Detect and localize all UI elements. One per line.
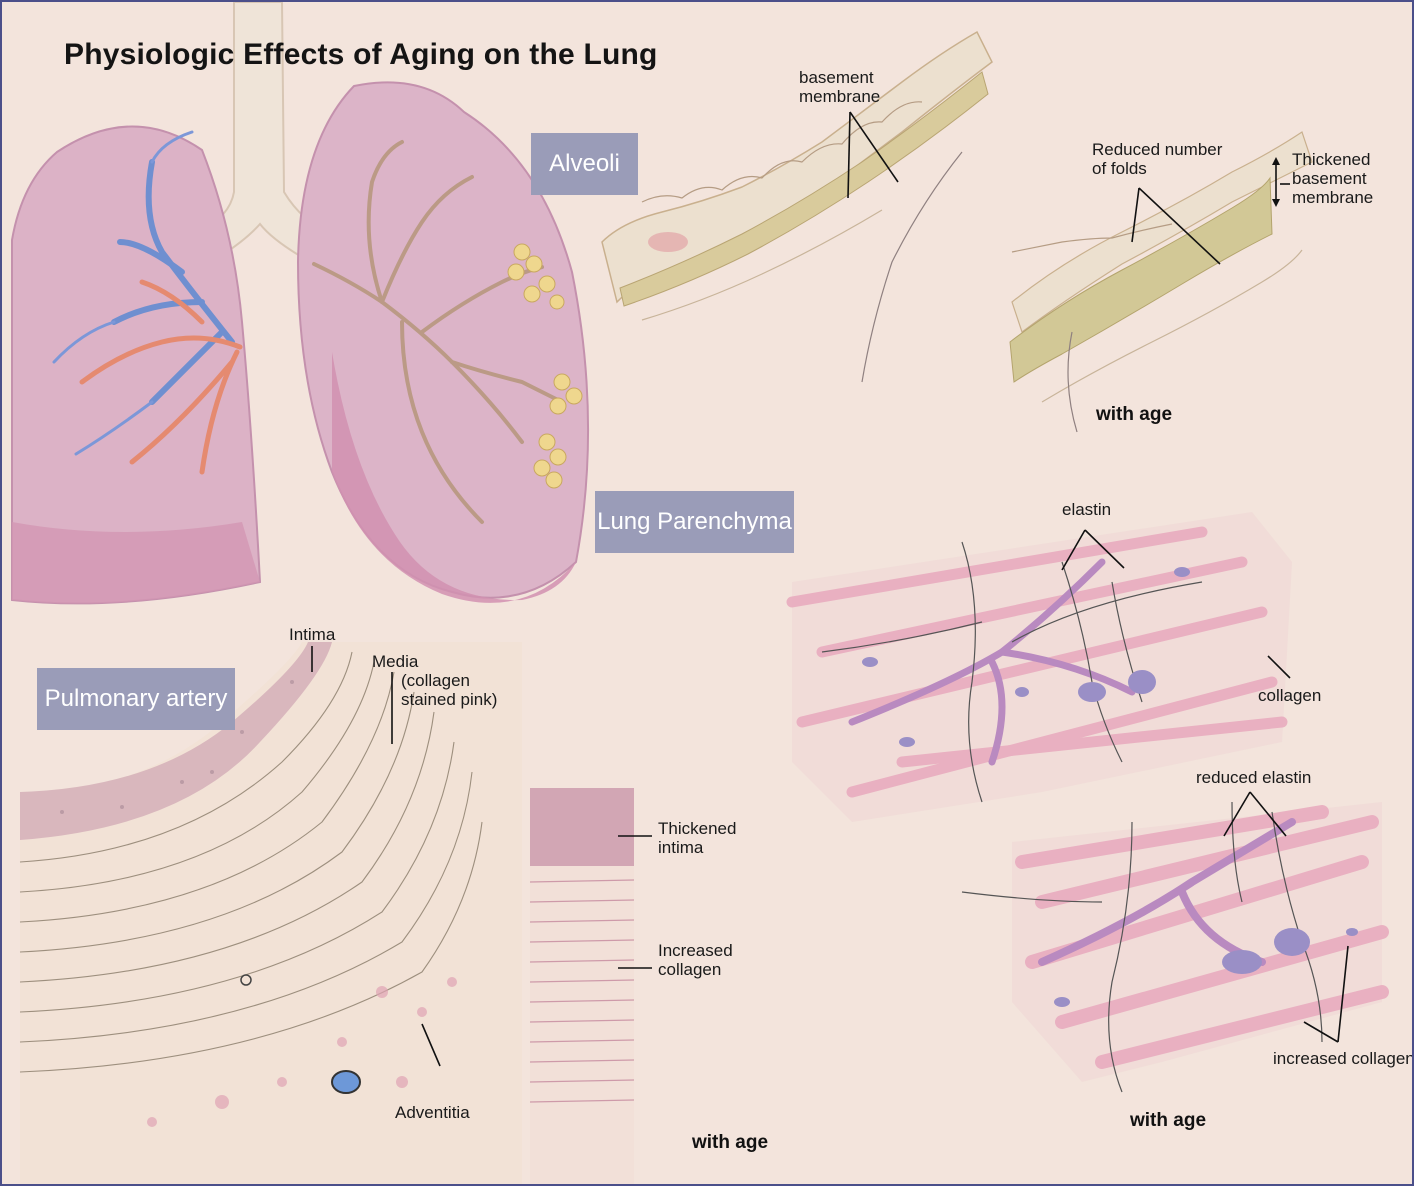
label-intima: Intima	[289, 625, 335, 644]
label-line: Reduced number	[1092, 140, 1222, 159]
label-reduced-elastin: reduced elastin	[1196, 768, 1311, 787]
label-line: Media	[372, 652, 497, 671]
pulmonary-artery-aged-strip	[530, 788, 634, 1184]
label-media: Media (collagen stained pink)	[372, 652, 497, 709]
label-increased-collagen-parenchyma: increased collagen	[1273, 1049, 1414, 1068]
with-age-artery: with age	[692, 1132, 768, 1154]
label-basement-membrane: basement membrane	[799, 68, 880, 106]
label-elastin: elastin	[1062, 500, 1111, 519]
section-box-pulmonary-artery: Pulmonary artery	[37, 668, 235, 730]
with-age-alveoli: with age	[1096, 404, 1172, 426]
label-line: intima	[658, 838, 736, 857]
label-line: membrane	[1292, 188, 1373, 207]
label-line: of folds	[1092, 159, 1222, 178]
label-line: basement	[799, 68, 880, 87]
label-line: stained pink)	[401, 690, 497, 709]
label-line: basement	[1292, 169, 1373, 188]
label-line: collagen	[658, 960, 733, 979]
lungs-illustration	[12, 2, 588, 603]
alveoli-membrane-normal	[602, 32, 992, 382]
page-title: Physiologic Effects of Aging on the Lung	[64, 38, 658, 72]
label-reduced-folds: Reduced number of folds	[1092, 140, 1222, 178]
label-adventitia: Adventitia	[395, 1103, 470, 1122]
label-collagen: collagen	[1258, 686, 1321, 705]
label-line: Thickened	[658, 819, 736, 838]
section-box-lung-parenchyma: Lung Parenchyma	[595, 491, 794, 553]
label-line: Thickened	[1292, 150, 1373, 169]
section-box-alveoli: Alveoli	[531, 133, 638, 195]
label-line: Increased	[658, 941, 733, 960]
label-thickened-basement-membrane: Thickened basement membrane	[1292, 150, 1373, 207]
label-line: (collagen	[401, 671, 497, 690]
with-age-parenchyma: with age	[1130, 1110, 1206, 1132]
label-increased-collagen-artery: Increased collagen	[658, 941, 733, 979]
label-thickened-intima: Thickened intima	[658, 819, 736, 857]
label-line: membrane	[799, 87, 880, 106]
